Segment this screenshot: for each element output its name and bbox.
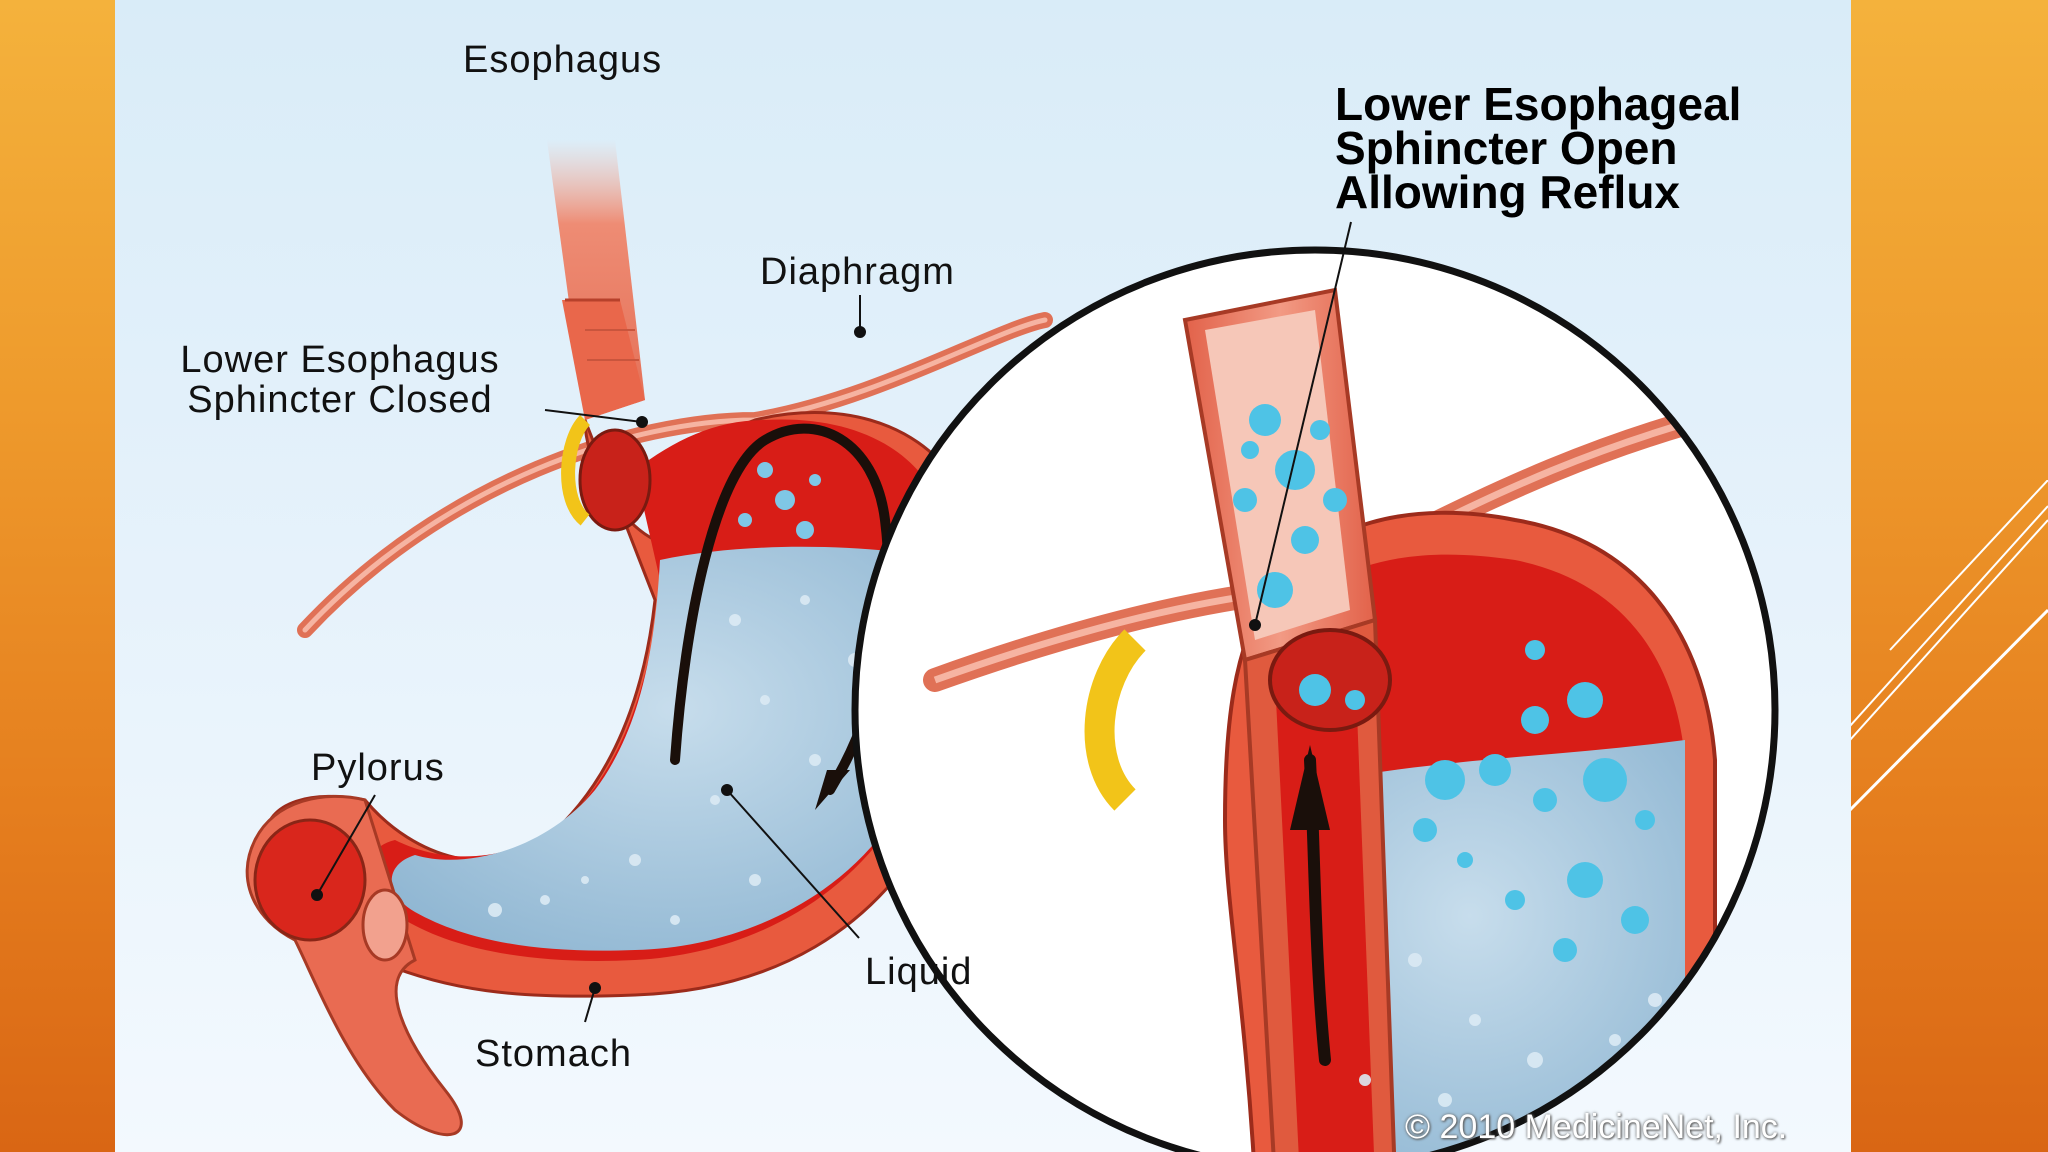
- label-stomach: Stomach: [475, 1033, 632, 1075]
- label-diaphragm: Diaphragm: [760, 251, 955, 293]
- label-les-open-line2: Sphincter Open: [1335, 122, 1678, 174]
- label-les-open: Lower Esophageal Sphincter Open Allowing…: [1335, 78, 1742, 218]
- label-esophagus: Esophagus: [463, 39, 663, 81]
- label-liquid: Liquid: [865, 951, 973, 993]
- label-les-open-line3: Allowing Reflux: [1335, 166, 1680, 218]
- label-pylorus: Pylorus: [311, 747, 445, 789]
- label-les-closed-line1: Lower Esophagus: [180, 339, 500, 381]
- label-les-open-line1: Lower Esophageal: [1335, 78, 1742, 130]
- label-les-closed-line2: Sphincter Closed: [187, 379, 493, 421]
- label-les-closed: Lower Esophagus Sphincter Closed: [145, 340, 535, 420]
- stomach-anatomy-drawing: [245, 140, 1779, 1152]
- copyright-notice: © 2010 MedicineNet, Inc.: [1405, 1108, 1788, 1146]
- gerd-illustration: Esophagus Diaphragm Lower Esophagus Sphi…: [115, 0, 1851, 1152]
- slide-decoration-lines: [1850, 480, 2048, 812]
